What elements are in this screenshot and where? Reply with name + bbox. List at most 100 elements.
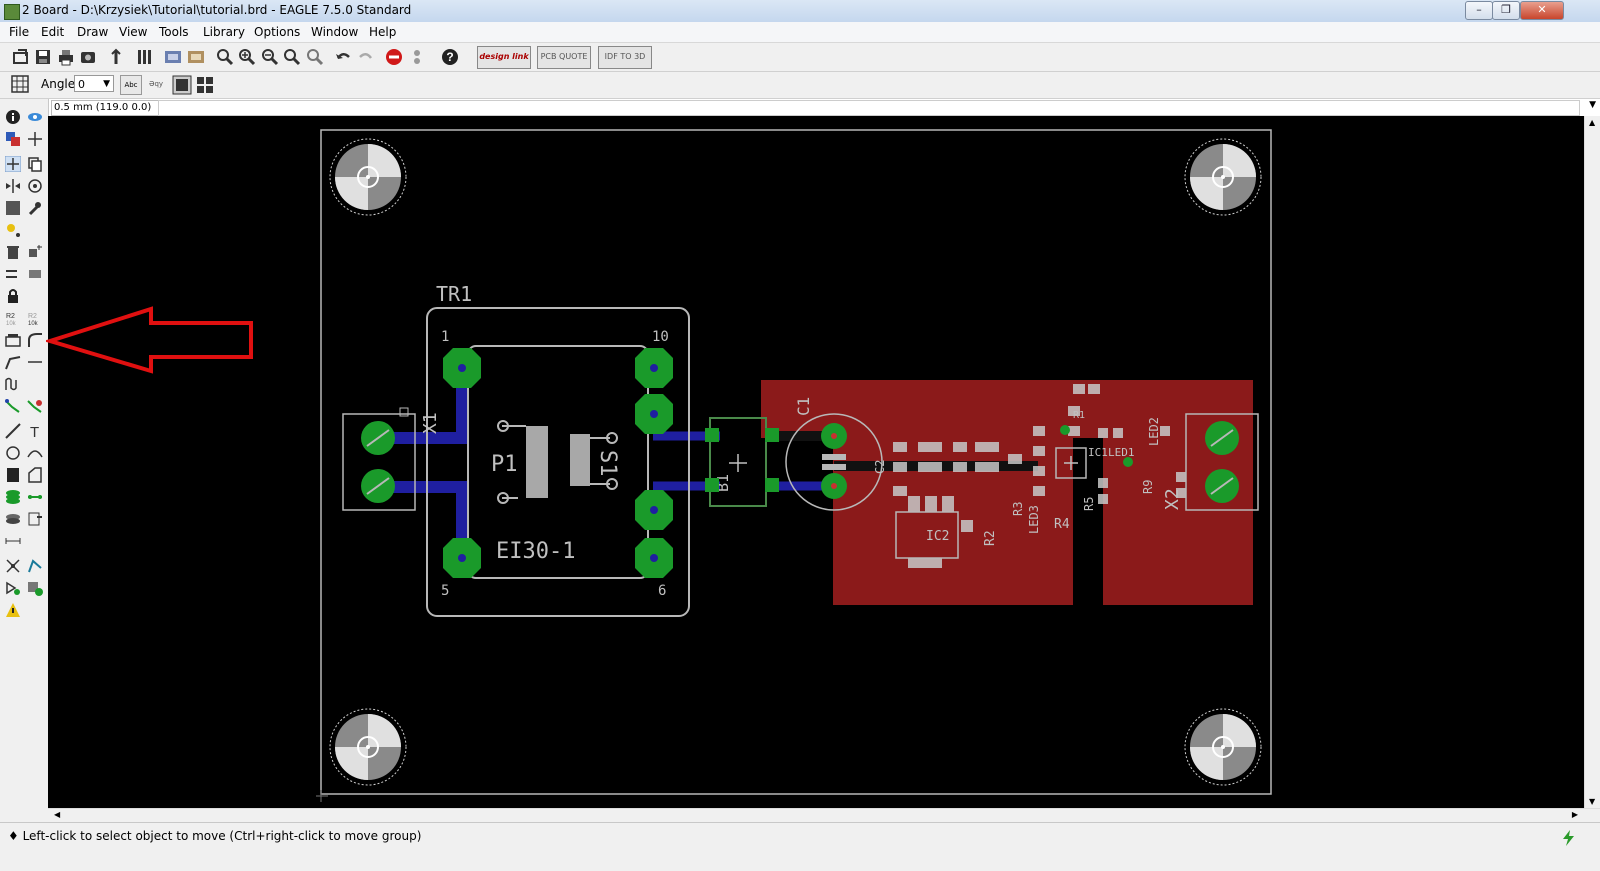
r2-name: R2 [983,530,998,546]
ripup-icon[interactable] [27,398,43,414]
command-input[interactable] [158,100,1580,116]
eagle-app-icon [4,4,20,20]
scroll-down-icon[interactable]: ▼ [1589,797,1596,806]
r9-name: R9 [1141,480,1155,494]
optimize-icon[interactable] [27,266,43,282]
signal-icon[interactable] [27,489,43,505]
wrench-icon[interactable] [27,200,43,216]
rect-icon[interactable] [5,467,21,483]
x2-outline [1185,413,1259,511]
undo-icon[interactable] [334,48,352,66]
design-link-button[interactable]: design link [477,46,531,69]
scroll-left-icon[interactable]: ◀ [54,810,61,819]
menu-library[interactable]: Library [203,25,245,39]
copy-icon[interactable] [27,156,43,172]
menu-draw[interactable]: Draw [77,25,109,39]
r1-name: R1 [1073,410,1085,421]
schematic-icon[interactable] [187,48,205,66]
menu-view[interactable]: View [119,25,148,39]
pad-shape-grid-icon[interactable] [195,75,215,95]
zoom-redraw-icon[interactable] [283,48,301,66]
delete-icon[interactable] [5,244,21,260]
miter-icon[interactable] [27,332,43,348]
errors-icon[interactable] [5,602,21,618]
polygon-icon[interactable] [27,467,43,483]
close-button[interactable]: ✕ [1520,1,1564,20]
meander-icon[interactable] [5,376,21,392]
wire-icon[interactable] [5,423,21,439]
mark-icon[interactable] [27,131,43,147]
vertical-scrollbar[interactable]: ▲ ▼ [1584,116,1600,808]
eye-icon[interactable] [27,109,43,125]
pcb-quote-button[interactable]: PCB QUOTE [537,46,591,69]
attribute-icon[interactable] [27,511,43,527]
lock-icon[interactable] [5,288,21,304]
lightning-icon[interactable] [1560,829,1578,847]
menu-help[interactable]: Help [369,25,397,39]
idf-to-3d-button[interactable]: IDF TO 3D [598,46,652,69]
drc-icon[interactable] [27,580,43,596]
menu-tools[interactable]: Tools [159,25,189,39]
minimize-button[interactable]: – [1465,1,1493,20]
stop-icon[interactable] [385,48,403,66]
zoom-in-icon[interactable] [238,48,256,66]
dimension-icon[interactable] [5,533,21,549]
go-icon[interactable] [408,48,426,66]
mirror-icon[interactable] [5,178,21,194]
hole-icon[interactable] [5,511,21,527]
ratsnest-icon[interactable] [5,558,21,574]
menu-file[interactable]: File [9,25,30,39]
redo-icon[interactable] [357,48,375,66]
group-icon[interactable] [5,200,21,216]
ulp-icon[interactable] [136,48,154,66]
svg-text:?: ? [446,50,453,64]
erc-icon[interactable] [5,580,21,596]
menu-edit[interactable]: Edit [41,25,65,39]
print-icon[interactable] [57,48,75,66]
menu-window[interactable]: Window [311,25,359,39]
command-history-icon[interactable]: ▼ [1589,100,1596,110]
angle-select[interactable]: 0▼ [74,75,114,92]
script-icon[interactable] [107,48,125,66]
arc-icon[interactable] [27,445,43,461]
scroll-right-icon[interactable]: ▶ [1571,810,1578,819]
cam-icon[interactable] [79,48,97,66]
save-icon[interactable] [34,48,52,66]
autorouter-icon[interactable] [27,558,43,574]
board-canvas[interactable]: TR1 1 10 5 6 P1 EI30-1 S1 [48,116,1584,808]
circle-icon[interactable] [5,445,21,461]
help-icon[interactable]: ? [441,48,459,66]
route-icon[interactable] [5,398,21,414]
tr1-pin-1: 1 [441,329,449,345]
smash-icon[interactable] [5,332,21,348]
board-icon[interactable] [164,48,182,66]
replace-icon[interactable] [5,266,21,282]
optimize-wire-icon[interactable] [27,354,43,370]
maximize-button[interactable]: ❐ [1492,1,1520,20]
rotate-icon[interactable] [27,178,43,194]
text-ratio-button[interactable]: Abc [120,75,142,95]
menu-options[interactable]: Options [254,25,301,39]
status-message-text: Left-click to select object to move (Ctr… [22,829,422,843]
horizontal-scrollbar[interactable]: ◀ ▶ [48,808,1600,823]
move-icon[interactable] [5,156,21,172]
add-icon[interactable] [27,244,43,260]
text-mirror-button[interactable]: Əqy [148,80,164,88]
parameter-toolbar: Angle: 0▼ Abc Əqy [0,72,1600,99]
pad-shape-square-icon[interactable] [172,75,192,95]
change-icon[interactable] [5,222,21,238]
zoom-select-icon[interactable] [306,48,324,66]
grid-icon[interactable] [11,75,29,93]
open-icon[interactable] [12,48,30,66]
zoom-fit-icon[interactable] [216,48,234,66]
scroll-up-icon[interactable]: ▲ [1589,118,1596,127]
text-icon[interactable]: T [27,423,43,439]
split-icon[interactable] [5,354,21,370]
layer-icon[interactable] [5,131,21,147]
via-icon[interactable] [5,489,21,505]
zoom-out-icon[interactable] [261,48,279,66]
info-icon[interactable] [5,109,21,125]
